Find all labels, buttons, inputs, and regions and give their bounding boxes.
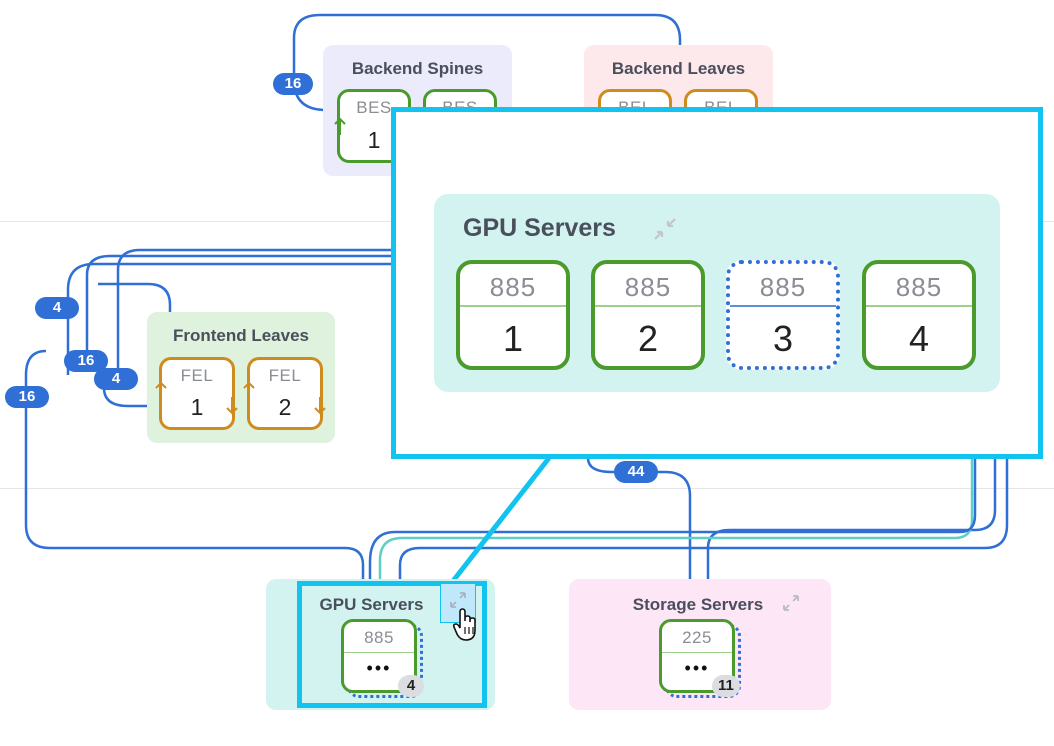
link-count-badge[interactable]: 16 xyxy=(273,73,313,95)
gpu-server-1[interactable]: 885 1 xyxy=(456,260,570,370)
frontend-leaves-group[interactable]: Frontend Leaves FEL 1 FEL 2 xyxy=(147,312,335,443)
server-number: 2 xyxy=(637,318,659,359)
gpu-servers-expanded-group[interactable]: GPU Servers 885 1 885 2 885 3 885 xyxy=(434,194,1000,392)
divider xyxy=(662,652,732,653)
server-label: 885 xyxy=(895,272,943,302)
switch-number: 1 xyxy=(190,394,204,420)
link-gpu-teal-inner xyxy=(368,458,977,580)
switch-label: FEL xyxy=(268,366,302,385)
server-label: 885 xyxy=(364,628,394,647)
link-frontend-bundle-c xyxy=(116,248,395,388)
link-storage-44 xyxy=(586,457,692,580)
switch-label: FEL xyxy=(180,366,214,385)
switch-number: 2 xyxy=(278,394,292,420)
server-number: 3 xyxy=(772,318,794,359)
server-label: 225 xyxy=(682,628,712,647)
switch-number: 1 xyxy=(367,127,381,153)
switch-fel-1[interactable]: FEL 1 xyxy=(155,357,238,430)
expanded-group-title: GPU Servers xyxy=(463,214,616,242)
selection-highlight xyxy=(297,581,487,708)
link-frontend-bundle-b xyxy=(85,254,395,372)
divider xyxy=(730,305,836,307)
link-count-badge[interactable]: 4 xyxy=(35,297,79,319)
divider xyxy=(866,305,972,307)
server-label: 885 xyxy=(489,272,537,302)
up-arrow-icon xyxy=(243,381,255,399)
group-title: Backend Spines xyxy=(351,59,484,78)
up-arrow-icon xyxy=(334,117,346,135)
zoom-callout: GPU Servers 885 1 885 2 885 3 885 xyxy=(391,107,1043,459)
link-count-badge[interactable]: 16 xyxy=(5,386,49,408)
pointer-hand-icon xyxy=(452,608,476,641)
link-storage-right xyxy=(706,458,997,580)
server-label: 885 xyxy=(624,272,672,302)
server-label: 885 xyxy=(759,272,807,302)
expand-button[interactable] xyxy=(440,583,476,623)
group-title: GPU Servers xyxy=(319,595,424,614)
down-arrow-icon xyxy=(314,397,326,415)
link-frontend-bundle-a xyxy=(66,262,395,375)
link-frontend-bundle-d xyxy=(102,387,150,408)
expand-icon[interactable] xyxy=(781,593,801,613)
gpu-server-2[interactable]: 885 2 xyxy=(591,260,705,370)
group-title: Storage Servers xyxy=(632,595,764,614)
more-ellipsis: ••• xyxy=(366,658,392,678)
expand-icon xyxy=(450,592,466,608)
switch-label: BES xyxy=(356,98,392,117)
group-title: Backend Leaves xyxy=(611,59,746,78)
gpu-server-3[interactable]: 885 3 xyxy=(726,260,840,370)
link-spine-loop xyxy=(292,13,682,112)
divider xyxy=(595,305,701,307)
server-count-badge: 11 xyxy=(712,675,740,697)
collapse-icon[interactable] xyxy=(652,216,678,242)
switch-fel-2[interactable]: FEL 2 xyxy=(243,357,326,430)
link-count-badge[interactable]: 4 xyxy=(94,368,138,390)
link-frontend-upper xyxy=(98,282,172,320)
gpu-servers-group[interactable]: GPU Servers 885 ••• 4 xyxy=(266,579,495,710)
link-gpu-right-a xyxy=(398,458,1009,580)
storage-servers-group[interactable]: Storage Servers 225 ••• 11 xyxy=(569,579,831,710)
link-count-badge[interactable]: 44 xyxy=(614,461,658,483)
server-count-badge: 4 xyxy=(398,675,424,697)
server-stack-885[interactable]: 885 ••• xyxy=(341,619,417,693)
down-arrow-icon xyxy=(226,397,238,415)
up-arrow-icon xyxy=(155,381,167,399)
link-count-badge[interactable]: 16 xyxy=(64,350,108,372)
server-number: 1 xyxy=(502,318,524,359)
zoom-connector xyxy=(444,456,551,592)
more-ellipsis: ••• xyxy=(684,658,710,678)
link-frontend-to-gpu xyxy=(24,349,365,580)
group-title: Frontend Leaves xyxy=(172,326,310,345)
server-number: 4 xyxy=(908,318,930,359)
divider xyxy=(460,305,566,307)
divider xyxy=(344,652,414,653)
gpu-server-4[interactable]: 885 4 xyxy=(862,260,976,370)
